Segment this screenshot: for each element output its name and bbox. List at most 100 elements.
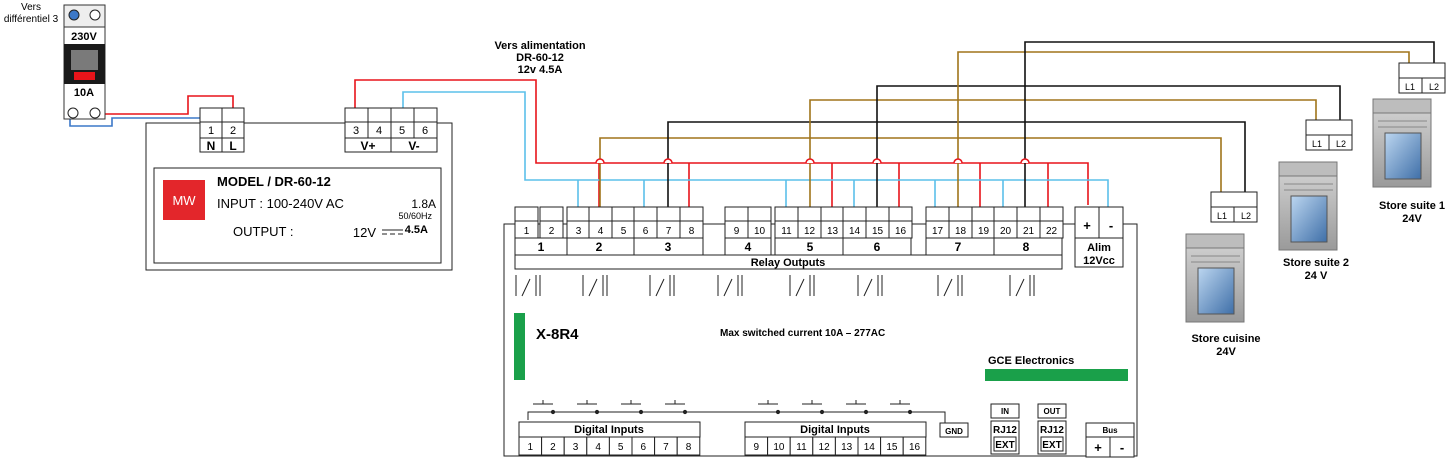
supply-note: Vers alimentation DR-60-12 12v 4.5A [494, 40, 585, 76]
shutter-voltage: 24V [1402, 213, 1422, 225]
supply-note-2: DR-60-12 [516, 52, 564, 64]
relay-group: 8 [1023, 240, 1030, 254]
push-button-icon [533, 400, 553, 405]
relay-terminal-screw [925, 206, 950, 222]
psu-input-current: 1.8A [411, 197, 436, 211]
push-button-icon [665, 400, 685, 405]
wire-crossing-icon [595, 158, 605, 164]
rj-out-ext: EXT [1042, 440, 1061, 451]
relay-terminal-number: 1 [524, 226, 530, 237]
window-shutter-icon [1278, 161, 1338, 251]
relay-terminal-screw [865, 206, 890, 222]
mw-logo-text: MW [172, 193, 196, 208]
shutter-terminal: L2 [1241, 211, 1251, 221]
input-switches [527, 400, 946, 423]
psu-output-current: 4.5A [405, 224, 428, 236]
relay-outputs-title: Relay Outputs [751, 257, 826, 269]
push-button-icon [890, 400, 910, 405]
breaker-caption-1: Vers [21, 2, 41, 13]
relay-contact-icon [857, 275, 879, 297]
screw-icon [89, 9, 101, 21]
relay-terminal-screw [842, 206, 867, 222]
shutter-terminal: L1 [1217, 211, 1227, 221]
relay-terminal-number: 19 [978, 226, 990, 237]
psu-terminal: 5 [399, 125, 405, 137]
shutter-name: Store cuisine [1191, 333, 1260, 345]
junction-dot-icon [863, 409, 869, 415]
digital-input-number: 1 [528, 442, 534, 453]
gnd-label: GND [945, 427, 963, 436]
relay-terminal-screw [971, 206, 996, 222]
input-common-line [527, 411, 946, 423]
relay-group: 3 [665, 240, 672, 254]
screw-icon [67, 107, 79, 119]
digital-input-number: 16 [909, 442, 921, 453]
shutter-terminal: L1 [1405, 82, 1415, 92]
breaker-caption-2: différentiel 3 [4, 14, 59, 25]
shutter-name: Store suite 1 [1379, 200, 1445, 212]
relay-terminal-number: 14 [849, 226, 861, 237]
rj-out-label: OUT [1044, 407, 1061, 416]
digital-input-number: 13 [841, 442, 853, 453]
wire-dc-minus [402, 91, 1109, 207]
digital-input-number: 3 [573, 442, 579, 453]
breaker: Vers différentiel 3 230V 10A [4, 2, 106, 120]
shutter-suite-1: L1 L2 Store suite 1 24V [1372, 62, 1446, 225]
psu-terminal: 1 [208, 125, 214, 137]
digital-input-number: 9 [754, 442, 760, 453]
relay-terminal-number: 3 [576, 226, 582, 237]
module-led-bar [514, 313, 525, 380]
relay-terminal-screw [679, 206, 704, 222]
relay-terminal-screw [539, 206, 564, 222]
relay-group: 5 [807, 240, 814, 254]
digital-input-number: 11 [796, 442, 807, 453]
alim-minus: - [1109, 218, 1113, 233]
bus-label: Bus [1102, 426, 1118, 435]
digital-input-terminal [902, 436, 927, 456]
push-button-icon [577, 400, 597, 405]
junction-dot-icon [682, 409, 688, 415]
digital-input-number: 14 [864, 442, 876, 453]
wire-phase-breaker [84, 95, 234, 115]
relay-terminal-number: 6 [643, 226, 649, 237]
junction-dot-icon [594, 409, 600, 415]
relay-terminal-number: 22 [1046, 226, 1058, 237]
relay-contact-icon [789, 275, 811, 297]
relay-terminal-screw [611, 206, 636, 222]
shutter-terminal: L2 [1429, 82, 1439, 92]
relay-group: 1 [538, 240, 545, 254]
relay-terminal-screw [948, 206, 973, 222]
relay-contact-icon [582, 275, 604, 297]
power-supply: 1 2 N L 3 4 5 6 V+ V- MW MODEL / DR-60-1… [145, 107, 453, 271]
relay-terminal-screw [656, 206, 681, 222]
relay-terminal-screw [514, 206, 539, 222]
relay-terminal-number: 8 [689, 226, 695, 237]
relay-terminal-screw [774, 206, 799, 222]
wire-crossing-icon [663, 158, 673, 164]
digital-input-number: 2 [550, 442, 556, 453]
relay-terminal-number: 13 [827, 226, 839, 237]
relay-terminal-screw [888, 206, 913, 222]
relay-terminal-screw [588, 206, 613, 222]
relay-terminal-screw [993, 206, 1018, 222]
relay-terminal-screw [1039, 206, 1064, 222]
module-name: X-8R4 [536, 326, 579, 343]
digital-inputs-title-1: Digital Inputs [574, 424, 644, 436]
bus-minus: - [1120, 440, 1124, 455]
wire-crossing-icon [805, 158, 815, 164]
digital-input-number: 6 [641, 442, 647, 453]
junction-dot-icon [638, 409, 644, 415]
supply-note-1: Vers alimentation [494, 40, 585, 52]
relay-terminal-number: 15 [872, 226, 884, 237]
digital-input-number: 10 [773, 442, 785, 453]
breaker-voltage: 230V [71, 31, 97, 43]
relay-terminal-screw [633, 206, 658, 222]
relay-terminal-number: 17 [932, 226, 944, 237]
digital-input-number: 8 [686, 442, 692, 453]
wire-suite2-l1 [809, 99, 1317, 207]
digital-input-number: 15 [886, 442, 898, 453]
